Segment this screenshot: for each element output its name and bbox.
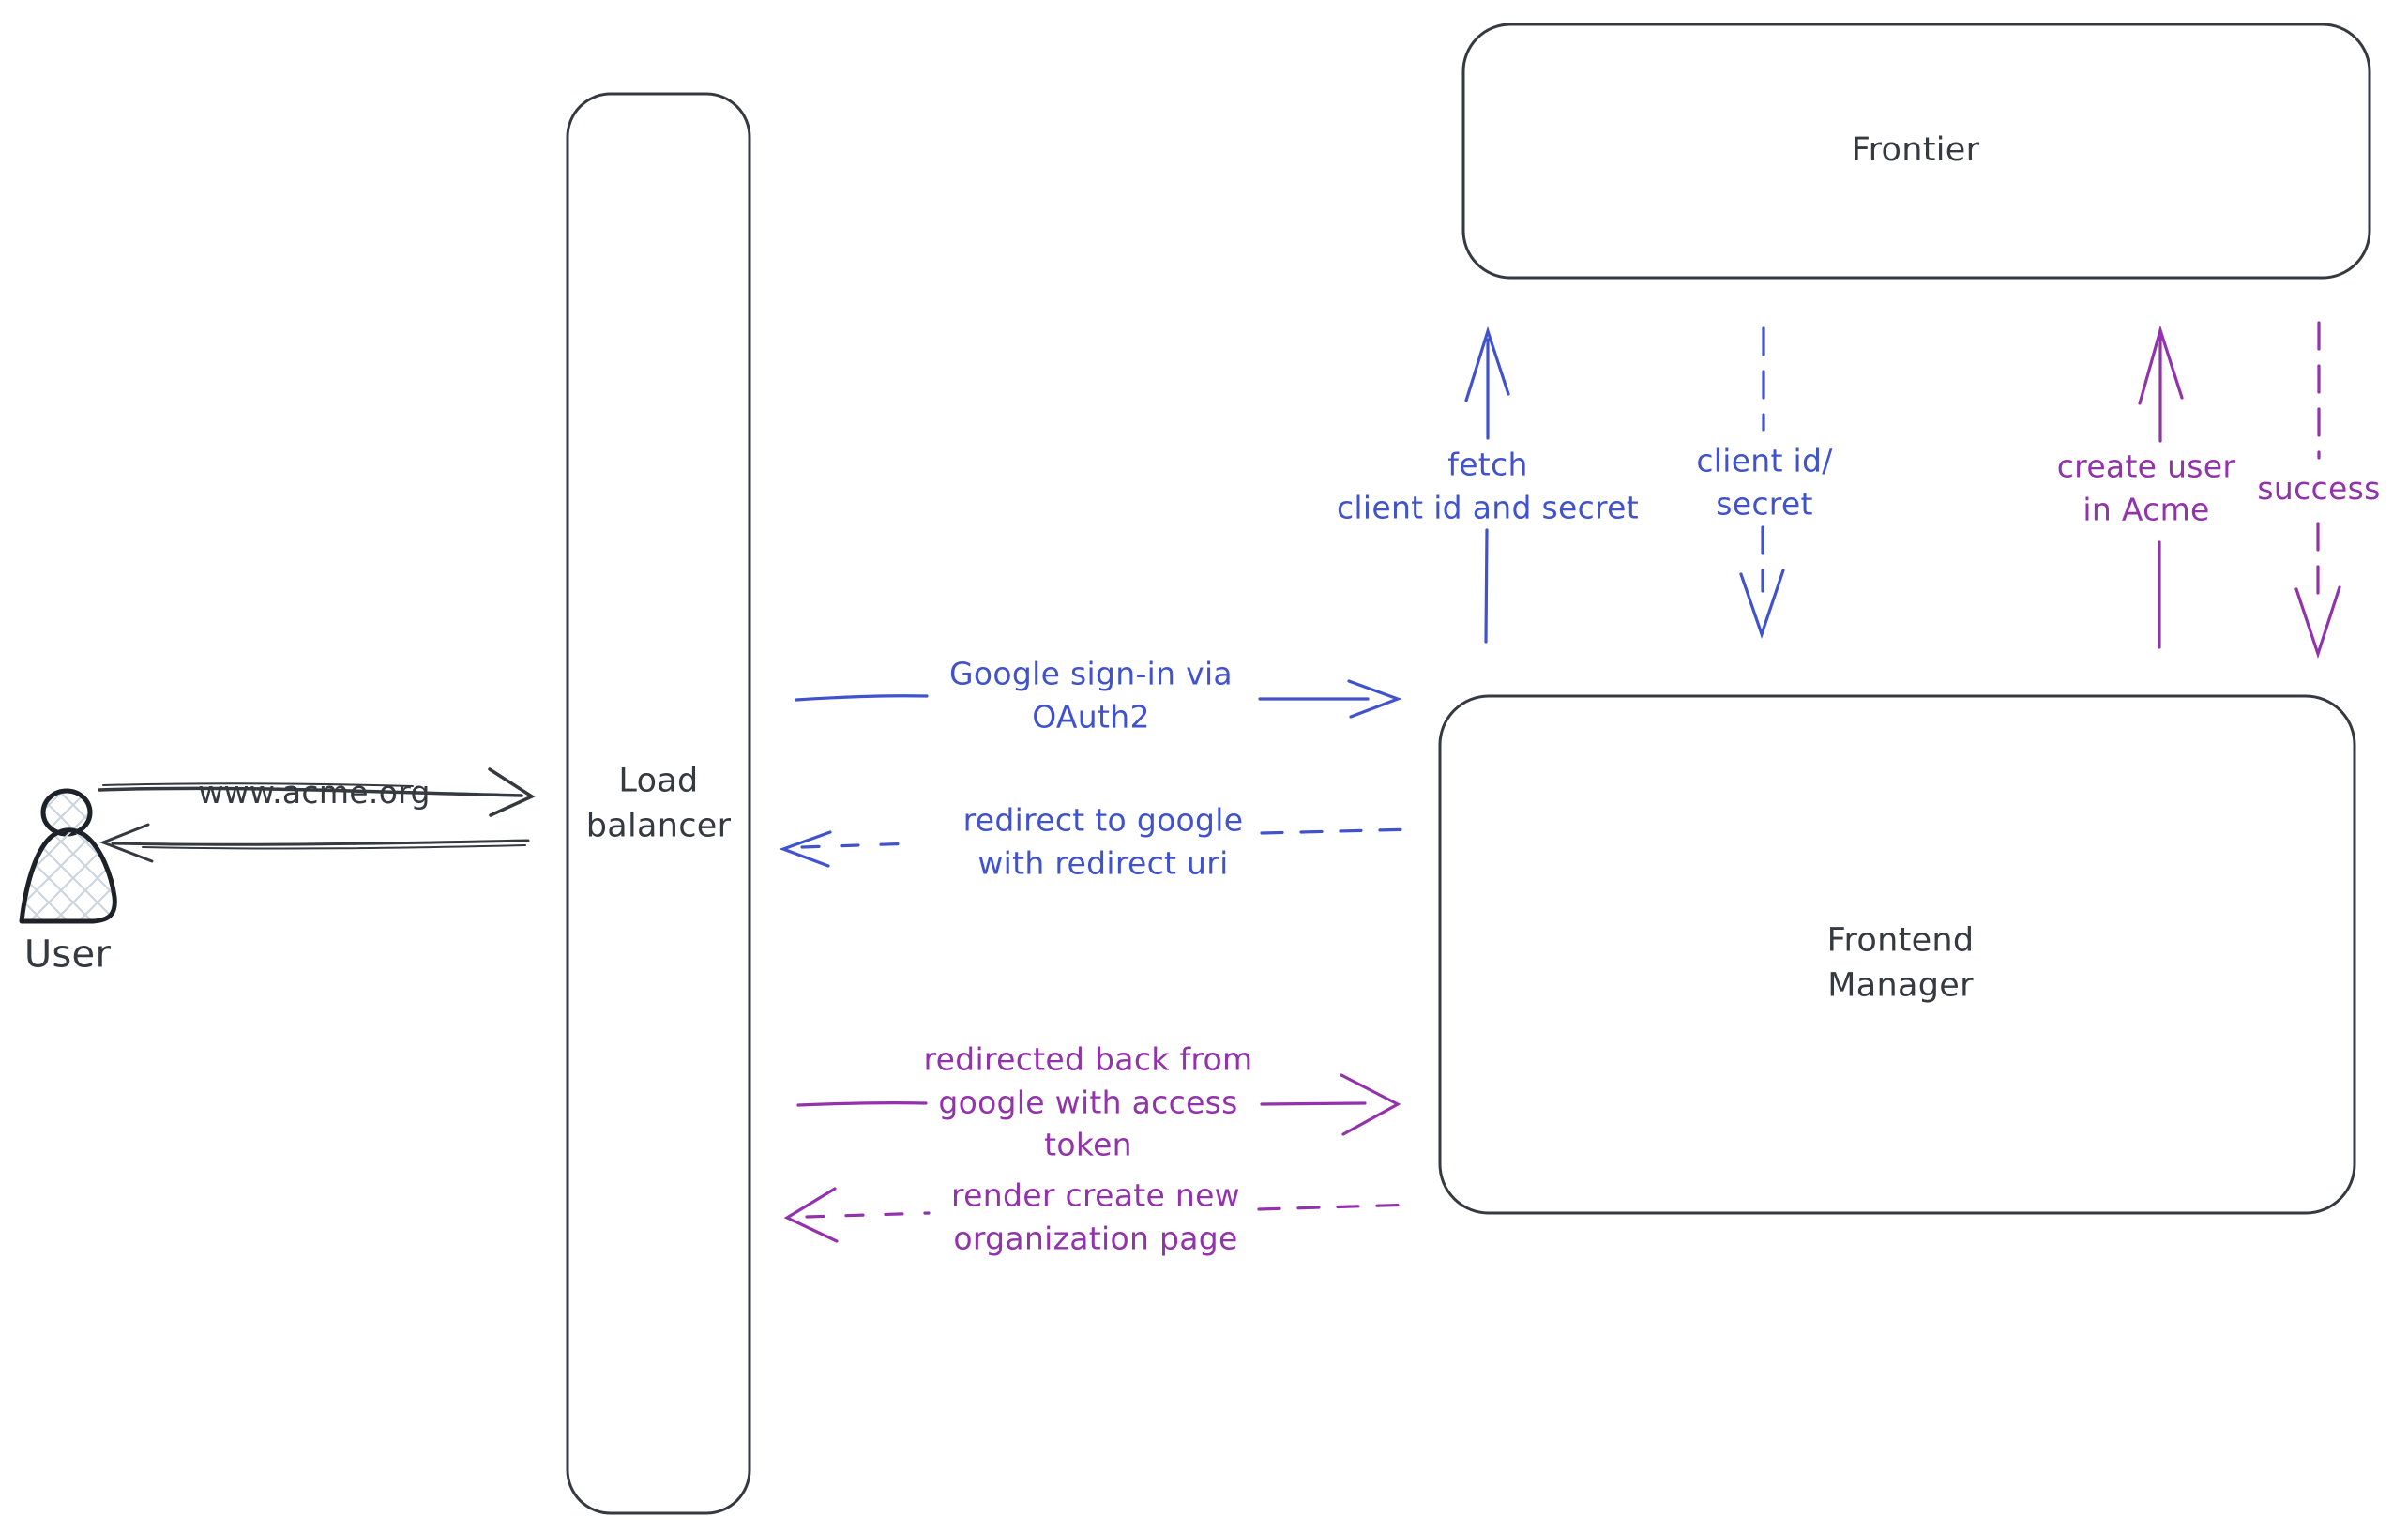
edge-label-fetch-client-creds: fetch client id and secret	[1336, 446, 1640, 525]
arrow-acme-request	[98, 767, 536, 817]
arrow-client-id-secret	[1739, 326, 1785, 639]
edge-label-redirect-to-google: redirect to google with redirect uri	[962, 801, 1244, 881]
frontier-label: Frontier	[1851, 130, 1980, 169]
arrow-redirected-back	[796, 1073, 1401, 1136]
load-balancer-label: Load balancer	[585, 762, 732, 845]
edge-label-google-signin: Google sign-in via OAuth2	[949, 655, 1233, 735]
frontend-manager-box	[1438, 694, 2356, 1215]
person-icon	[19, 788, 117, 924]
arrow-fetch-client-creds	[1464, 326, 1510, 644]
arrow-success	[2294, 321, 2341, 660]
arrow-google-signin	[795, 679, 1402, 719]
frontier-box	[1461, 23, 2371, 280]
edge-label-redirected-back: redirected back from google with access …	[923, 1040, 1253, 1163]
edge-label-create-user: create user in Acme	[2056, 447, 2236, 527]
edge-label-success: success	[2257, 470, 2381, 508]
arrow-redirect-to-google	[779, 827, 1416, 868]
load-balancer-box	[566, 92, 751, 1515]
edge-label-render-org-page: render create new organization page	[951, 1176, 1240, 1256]
edge-label-client-id-secret: client id/ secret	[1696, 442, 1833, 522]
arrow-render-org-page	[783, 1187, 1416, 1243]
edge-label-acme-request: www.acme.org	[198, 774, 431, 812]
arrow-acme-response	[98, 823, 530, 863]
user-label: User	[23, 933, 112, 977]
frontend-manager-label: Frontend Manager	[1826, 921, 1975, 1005]
arrow-create-user	[2138, 325, 2184, 649]
